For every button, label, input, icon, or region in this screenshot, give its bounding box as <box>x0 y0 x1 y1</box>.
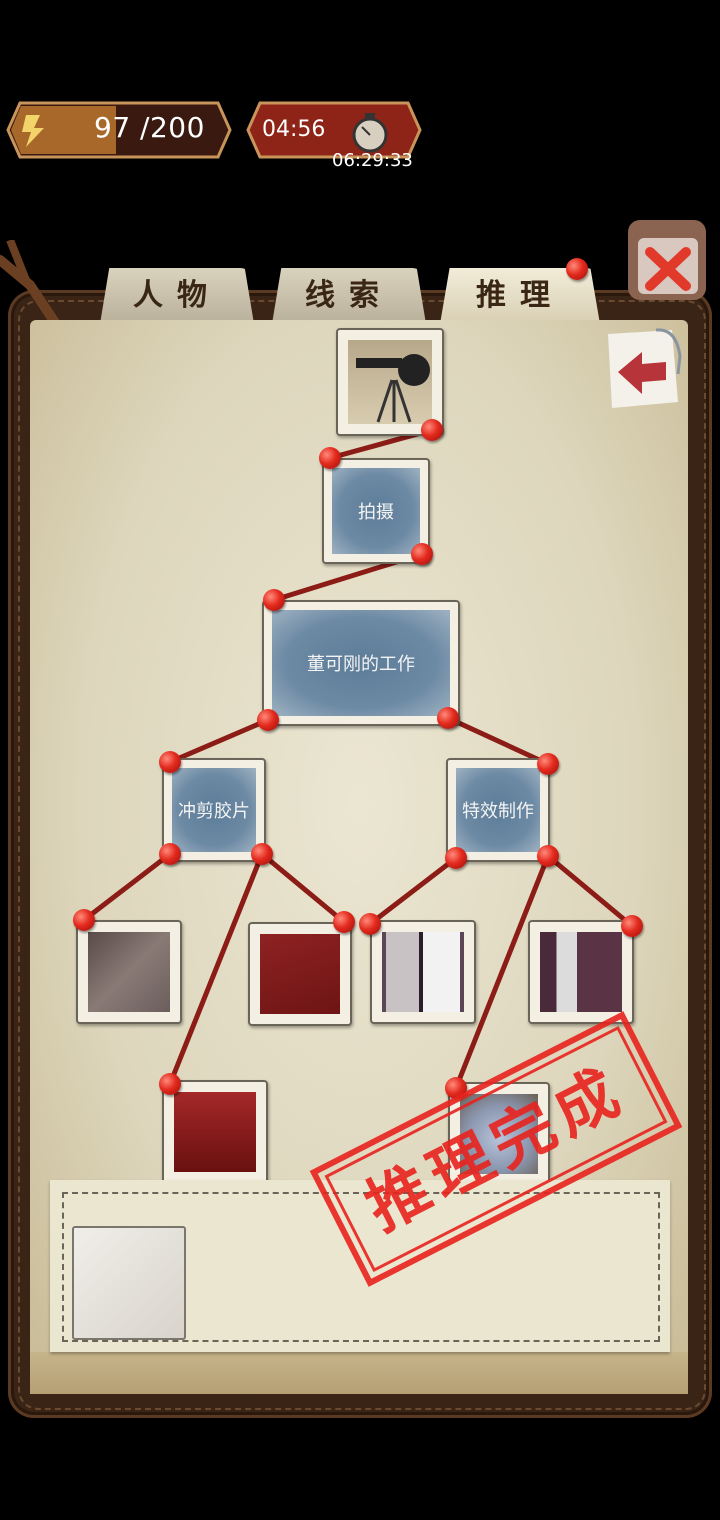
back-arrow-icon <box>618 352 666 394</box>
photo-camera[interactable] <box>336 328 444 436</box>
node-label: 拍摄 <box>358 502 394 523</box>
pin-icon <box>437 707 459 729</box>
total-time-text: 06:29:33 <box>332 150 413 171</box>
clue-photo-red-curtain[interactable] <box>162 1080 268 1184</box>
tab-characters[interactable]: 人物 <box>100 268 254 324</box>
clue-photo-glass-dish[interactable] <box>448 1082 550 1186</box>
tab-clues[interactable]: 线索 <box>272 268 426 324</box>
pin-icon <box>257 709 279 731</box>
pin-icon <box>359 913 381 935</box>
clue-photo-curtain[interactable] <box>528 920 634 1024</box>
pin-icon <box>421 419 443 441</box>
back-button[interactable] <box>600 326 686 412</box>
node-label: 董可刚的工作 <box>307 654 415 675</box>
node-develop-film[interactable]: 冲剪胶片 <box>162 758 266 862</box>
pin-icon <box>73 909 95 931</box>
close-icon <box>645 247 691 291</box>
node-label: 特效制作 <box>462 801 534 822</box>
pin-icon <box>537 753 559 775</box>
close-button[interactable] <box>622 216 712 306</box>
pin-icon <box>333 911 355 933</box>
paper-edge <box>30 1352 688 1394</box>
notification-dot-icon <box>566 258 588 280</box>
timer-bar-frame <box>246 101 422 159</box>
countdown-text: 04:56 <box>262 117 326 142</box>
node-shoot[interactable]: 拍摄 <box>322 458 430 564</box>
stopwatch-icon <box>352 113 388 153</box>
pin-icon <box>621 915 643 937</box>
pin-icon <box>537 845 559 867</box>
clue-photo-red-film[interactable] <box>248 922 352 1026</box>
energy-bar[interactable]: 97 /200 <box>6 101 232 159</box>
pin-icon <box>159 843 181 865</box>
node-work[interactable]: 董可刚的工作 <box>262 600 460 726</box>
pin-icon <box>159 751 181 773</box>
camera-image <box>348 340 432 424</box>
pin-icon <box>319 447 341 469</box>
pin-icon <box>251 843 273 865</box>
node-vfx[interactable]: 特效制作 <box>446 758 550 862</box>
timer-bar[interactable]: 04:56 <box>246 101 422 159</box>
pin-icon <box>411 543 433 565</box>
pin-icon <box>263 589 285 611</box>
lightning-icon <box>22 115 44 147</box>
pin-icon <box>445 1077 467 1099</box>
energy-bar-frame <box>6 101 232 159</box>
clue-photo-film-frames[interactable] <box>370 920 476 1024</box>
energy-value: 97 /200 <box>94 111 205 144</box>
node-label: 冲剪胶片 <box>178 801 250 822</box>
detail-panel-border <box>62 1192 660 1342</box>
detail-thumbnail <box>72 1226 186 1340</box>
clue-photo-scissors[interactable] <box>76 920 182 1024</box>
pin-icon <box>159 1073 181 1095</box>
pin-icon <box>445 847 467 869</box>
